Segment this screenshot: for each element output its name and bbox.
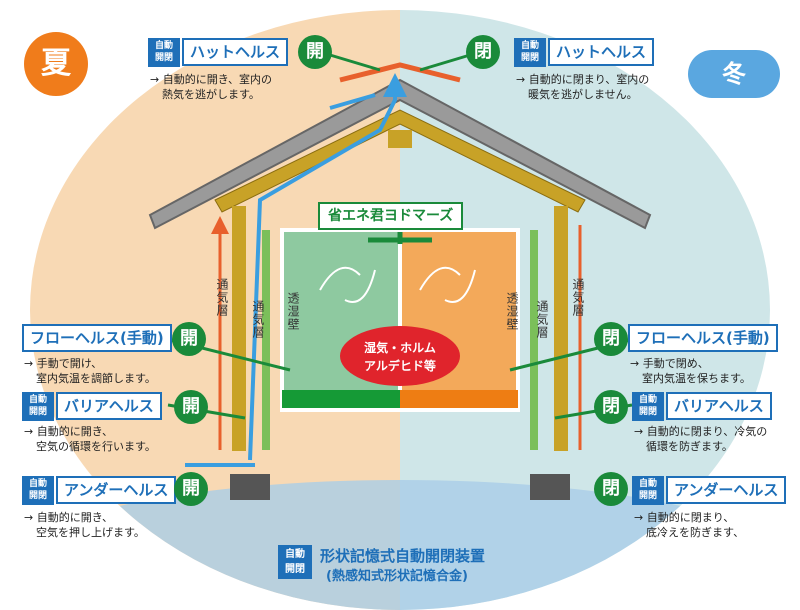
under-right-label: 自動開閉 アンダーヘルス (632, 476, 787, 505)
hat-right-state: 閉 (466, 35, 500, 69)
moisture-label: 湿気・ホルムアルデヒド等 (364, 341, 436, 373)
barrier-left-desc: → 自動的に開き、空気の循環を行います。 (24, 425, 156, 453)
hat-right-title: ハットヘルス (548, 38, 655, 66)
hat-vent (339, 62, 461, 83)
hat-right-pointer (419, 53, 471, 72)
hat-right-label: 自動開閉 ハットヘルス (514, 38, 655, 67)
wall-right-inner (530, 230, 538, 450)
barrier-left-state: 開 (174, 390, 208, 424)
vent-layer-label: 通気層 (571, 278, 585, 317)
winter-cloud-icon: 冬 (688, 50, 780, 98)
floor-winter (400, 390, 518, 408)
wall-left-inner (262, 230, 270, 450)
summer-airflow (248, 73, 407, 461)
auto-badge: 自動開閉 (632, 476, 664, 505)
barrier-left-title: バリアヘルス (56, 392, 162, 420)
moisture-wall-label: 透湿壁 (286, 292, 300, 331)
flow-right-title: フローヘルス(手動) (628, 324, 778, 352)
hat-right-desc: → 自動的に閉まり、室内の暖気を逃がしません。 (516, 73, 650, 101)
barrier-right-desc: → 自動的に閉まり、冷気の循環を防ぎます。 (634, 425, 768, 453)
moisture-blob (340, 326, 460, 386)
barrier-right-state: 閉 (594, 390, 628, 424)
roof-insulation (214, 109, 586, 213)
flow-right-state: 閉 (594, 322, 628, 356)
flow-left-title: フローヘルス(手動) (22, 324, 172, 352)
under-left-state: 開 (174, 472, 208, 506)
under-left-desc: → 自動的に開き、空気を押し上げます。 (24, 511, 145, 539)
vent-layer-label: 通気層 (215, 278, 229, 317)
auto-badge: 自動開閉 (632, 392, 664, 421)
auto-badge: 自動開閉 (22, 392, 54, 421)
auto-badge: 自動開閉 (278, 545, 312, 579)
barrier-right-label: 自動開閉 バリアヘルス (632, 392, 772, 421)
ridge-vent (388, 130, 412, 148)
foundation-left (230, 474, 270, 500)
auto-badge: 自動開閉 (148, 38, 180, 67)
moisture-wall-label: 透湿壁 (505, 292, 519, 331)
summer-sun-icon: 夏 (24, 32, 88, 96)
yodomars-label: 省エネ君ヨドマーズ (318, 202, 464, 230)
circulation-left-icon (319, 266, 376, 303)
summer-exhaust (329, 93, 376, 110)
circulation-right-icon (419, 266, 476, 303)
hat-left-desc: → 自動的に開き、室内の熱気を逃がします。 (150, 73, 272, 101)
flow-left-desc: → 手動で開け、室内気温を調節します。 (24, 357, 156, 385)
bottom-sub-title: (熱感知式形状記憶合金) (326, 569, 468, 584)
auto-badge: 自動開閉 (514, 38, 546, 67)
barrier-right-title: バリアヘルス (666, 392, 772, 420)
vent-layer-label: 通気層 (535, 300, 549, 339)
vent-layer-label: 通気層 (251, 300, 265, 339)
foundation-right (530, 474, 570, 500)
flow-right-desc: → 手動で閉め、室内気温を保ちます。 (630, 357, 751, 385)
floor-summer (282, 390, 400, 408)
wall-left-outer (232, 206, 246, 451)
flow-left-state: 開 (172, 322, 206, 356)
under-right-title: アンダーヘルス (666, 476, 787, 504)
wall-right-outer (554, 206, 568, 451)
barrier-left-label: 自動開閉 バリアヘルス (22, 392, 162, 421)
bottom-main-title: 形状記憶式自動開閉装置 (320, 547, 486, 565)
under-left-title: アンダーヘルス (56, 476, 177, 504)
flow-right-label: フローヘルス(手動) (628, 324, 778, 352)
auto-badge: 自動開閉 (22, 476, 54, 505)
under-right-state: 閉 (594, 472, 628, 506)
ceiling-fan-icon (368, 232, 432, 244)
under-right-desc: → 自動的に閉まり、底冷えを防ぎます、 (634, 511, 745, 539)
hat-left-title: ハットヘルス (182, 38, 289, 66)
under-left-label: 自動開閉 アンダーヘルス (22, 476, 177, 505)
hat-left-state: 開 (298, 35, 332, 69)
hat-left-pointer (329, 53, 381, 72)
flow-left-label: フローヘルス(手動) (22, 324, 172, 352)
hat-left-label: 自動開閉 ハットヘルス (148, 38, 289, 67)
